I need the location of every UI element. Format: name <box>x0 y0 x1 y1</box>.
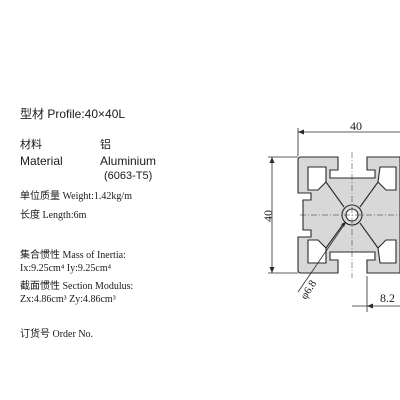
material-en-label: Material <box>20 154 63 168</box>
length-label: 长度 Length:6m <box>20 210 87 221</box>
order-no-label: 订货号 Order No. <box>20 329 94 340</box>
weight-label: 单位质量 Weight:1.42kg/m <box>20 191 132 202</box>
bore-diameter-label: φ6.8 <box>298 278 319 302</box>
inertia-title: 集合惯性 Mass of Inertia: <box>20 250 126 261</box>
material-cn-label: 材料 <box>20 139 42 151</box>
modulus-title: 截面惯性 Section Modulus: <box>20 281 134 292</box>
modulus-values: Zx:4.86cm³ Zy:4.86cm³ <box>20 294 116 305</box>
center-lines <box>300 152 400 278</box>
profile-label: 型材 Profile:40×40L <box>20 107 126 121</box>
height-dimension <box>268 156 298 274</box>
material-cn-value: 铝 <box>100 139 111 151</box>
height-dimension-label: 40 <box>261 210 275 222</box>
width-dimension <box>297 128 400 156</box>
material-grade: (6063-T5) <box>104 170 153 182</box>
material-en-value: Aluminium <box>100 154 157 168</box>
bore-diameter-leader <box>297 221 347 293</box>
slot-width-dimension <box>352 276 400 312</box>
slot-width-label: 8.2 <box>380 291 395 305</box>
inertia-values: Ix:9.25cm⁴ Iy:9.25cm⁴ <box>20 263 112 274</box>
width-dimension-label: 40 <box>350 119 362 133</box>
